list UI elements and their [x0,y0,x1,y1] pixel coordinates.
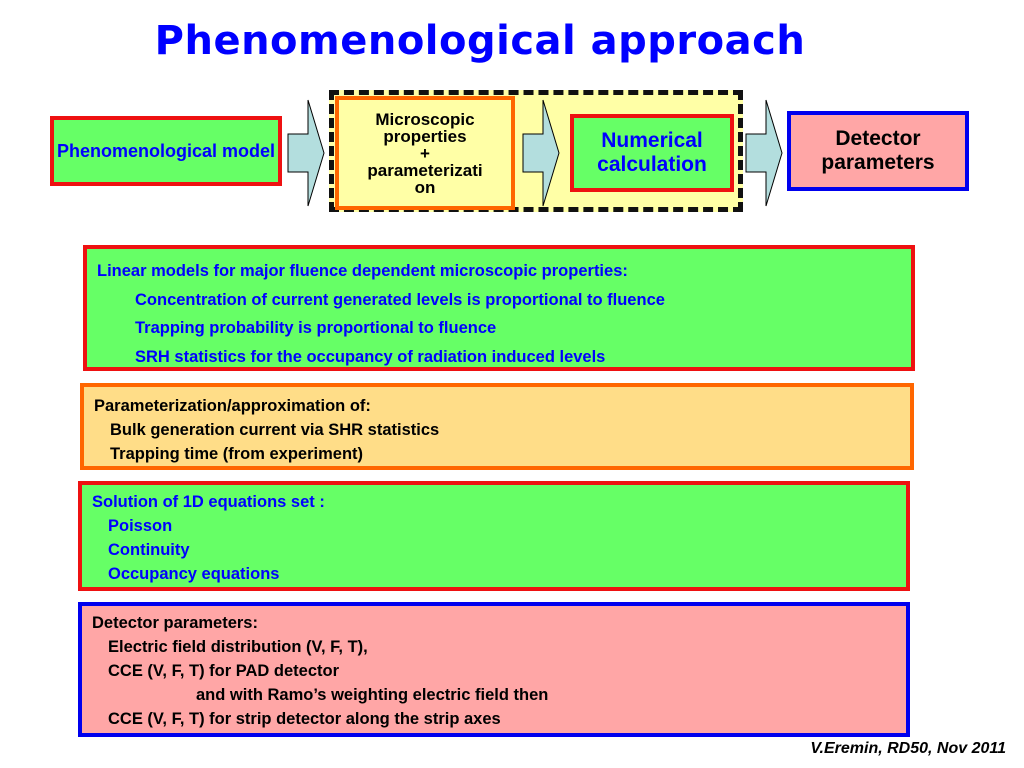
parameterization-item: Bulk generation current via SHR statisti… [110,421,440,439]
flow-arrow-2 [522,99,560,207]
linear-models-item: Trapping probability is proportional to … [135,319,497,337]
flow-arrow-1 [287,99,325,207]
detector-parameters-label: Detector parameters [821,126,935,174]
solution-heading: Solution of 1D equations set : [92,493,325,511]
linear-models-heading: Linear models for major fluence dependen… [97,262,628,280]
flow-arrow-3 [745,99,783,207]
solution-item: Poisson [108,517,173,535]
parameterization-panel: Parameterization/approximation of: Bulk … [80,383,914,470]
footer-credit: V.Eremin, RD50, Nov 2011 [810,740,1006,757]
micro-line-3: + [420,143,430,163]
numerical-calculation-label: Numerical calculation [597,128,707,176]
numerical-calculation-box: Numerical calculation [570,114,734,192]
detector-panel-item: CCE (V, F, T) for PAD detector [108,662,340,680]
micro-line-5: on [414,177,436,197]
detector-panel-item: Electric field distribution (V, F, T), [108,638,368,656]
solution-item: Continuity [108,541,190,559]
phenomenological-model-box: Phenomenological model [50,116,282,186]
detector-panel-item: CCE (V, F, T) for strip detector along t… [108,710,501,728]
page-title: Phenomenological approach [154,18,806,64]
detector-parameters-box: Detector parameters [787,111,969,191]
microscopic-properties-box: Microscopic properties + parameterizati … [335,96,515,210]
micro-line-4: parameterizati [367,160,483,180]
solution-panel: Solution of 1D equations set : Poisson C… [78,481,910,591]
linear-models-item: SRH statistics for the occupancy of radi… [135,347,606,366]
detector-panel-item: and with Ramo’s weighting electric field… [196,686,549,704]
parameterization-item: Trapping time (from experiment) [110,445,364,463]
linear-models-panel: Linear models for major fluence dependen… [83,245,915,371]
micro-line-1: Microscopic [375,109,475,129]
detector-parameters-panel: Detector parameters: Electric field dist… [78,602,910,737]
linear-models-item: Concentration of current generated level… [135,290,665,309]
parameterization-heading: Parameterization/approximation of: [94,397,371,415]
micro-line-2: properties [383,126,467,146]
detector-panel-heading: Detector parameters: [92,614,258,632]
phenomenological-model-label: Phenomenological model [56,140,276,161]
solution-item: Occupancy equations [108,565,280,583]
